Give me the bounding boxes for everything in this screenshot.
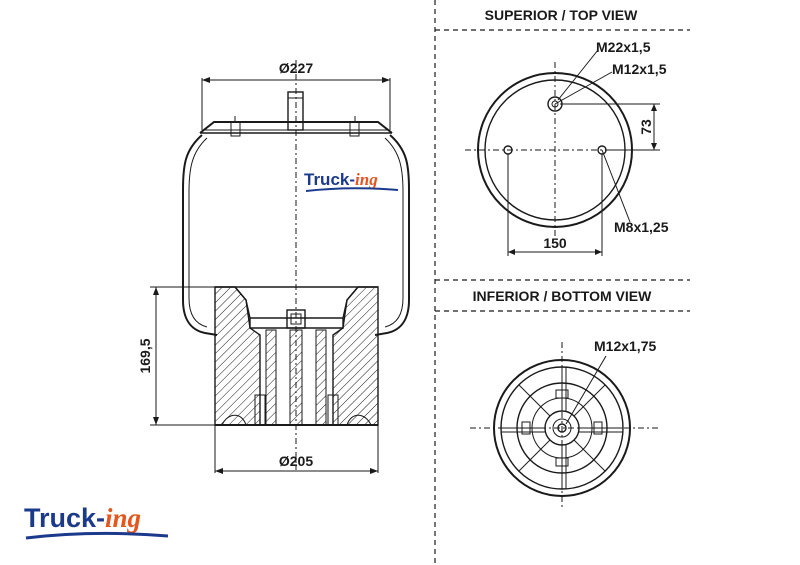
view-separators — [434, 0, 690, 565]
brand-logo-ing: ing — [105, 503, 141, 533]
bolt-spacing-label: 150 — [543, 235, 567, 251]
side-logo-ing: ing — [355, 170, 378, 189]
height-label: 169,5 — [137, 338, 153, 373]
bottom-thread-label: M12x1,75 — [594, 338, 656, 354]
bottom-view-header: INFERIOR / BOTTOM VIEW — [473, 288, 652, 304]
svg-text:Truck-ing: Truck-ing — [304, 170, 378, 189]
offset-label: 73 — [638, 119, 654, 135]
side-dimensions — [150, 77, 391, 474]
top-view — [465, 49, 660, 256]
top-diameter-label: Ø227 — [279, 60, 313, 76]
brand-logo: Truck-ing — [24, 503, 169, 540]
side-view — [182, 60, 410, 470]
bottom-diameter-label: Ø205 — [279, 453, 313, 469]
bolt-thread-label: M8x1,25 — [614, 219, 669, 235]
brand-swoosh — [25, 531, 169, 540]
stud-thread-label: M22x1,5 — [596, 39, 651, 55]
svg-text:Truck-ing: Truck-ing — [24, 503, 141, 533]
bottom-view — [470, 342, 660, 510]
side-logo-truck: Truck- — [304, 170, 355, 189]
side-view-logo: Truck-ing — [304, 170, 399, 192]
brand-logo-truck: Truck- — [24, 503, 105, 533]
top-view-header: SUPERIOR / TOP VIEW — [485, 7, 639, 23]
center-thread-label: M12x1,5 — [612, 61, 667, 77]
